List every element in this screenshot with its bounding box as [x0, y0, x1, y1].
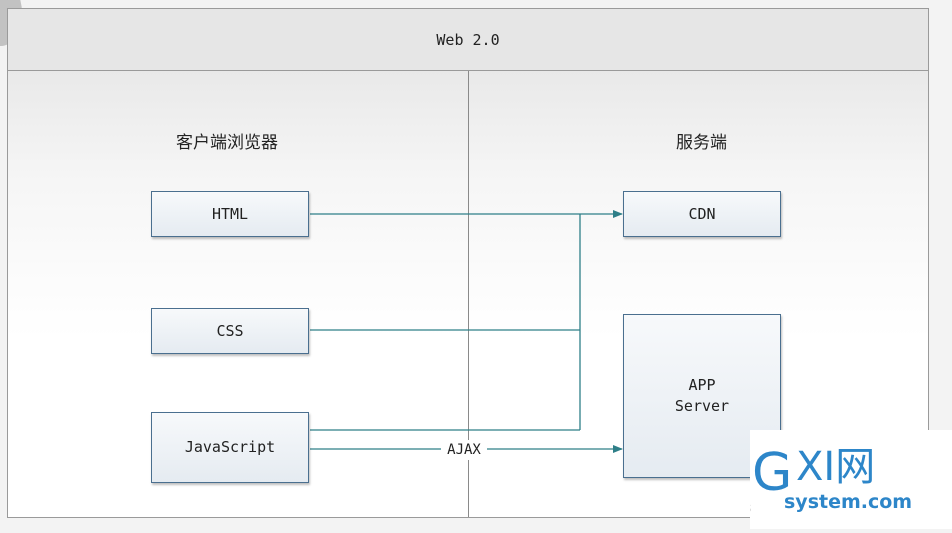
- javascript-node-label: JavaScript: [184, 438, 276, 456]
- javascript-node: JavaScript: [151, 412, 309, 483]
- ajax-label: AJAX: [441, 440, 487, 460]
- html-node: HTML: [151, 191, 309, 237]
- css-node-label: CSS: [216, 321, 244, 340]
- cdn-node: CDN: [623, 191, 781, 237]
- watermark: G XI网 system.com https: [718, 430, 952, 529]
- cdn-node-label: CDN: [688, 204, 716, 223]
- panel-divider: [468, 71, 469, 517]
- app-server-label-line1: APP: [688, 376, 716, 394]
- svg-text:XI网: XI网: [796, 444, 875, 490]
- html-node-label: HTML: [211, 204, 249, 223]
- watermark-logo: G XI网 system.com https: [718, 443, 912, 516]
- svg-text:G: G: [752, 443, 792, 503]
- server-heading: 服务端: [676, 133, 727, 153]
- app-server-label-line2: Server: [674, 397, 730, 415]
- svg-text:https: https: [750, 501, 752, 516]
- client-heading: 客户端浏览器: [176, 133, 278, 153]
- css-node: CSS: [151, 308, 309, 354]
- diagram-title: Web 2.0: [8, 9, 928, 71]
- svg-text:system.com: system.com: [784, 491, 912, 513]
